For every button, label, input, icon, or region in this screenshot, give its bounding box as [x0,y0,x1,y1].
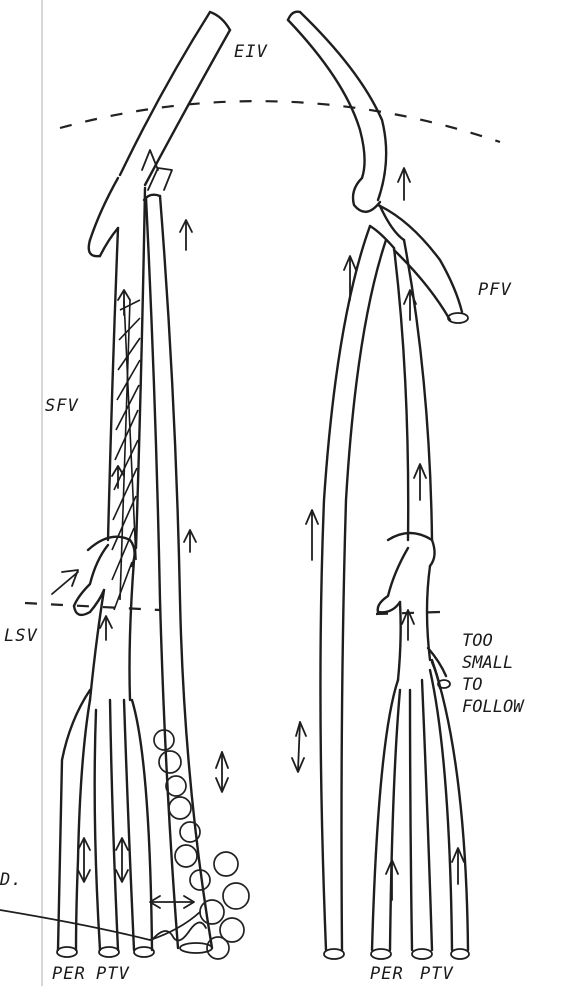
too-small-note: TOO SMALL TO FOLLOW [462,630,523,718]
sfv-label: SFV [45,398,79,415]
clot-circles [154,730,249,959]
ptv-label-left: PTV [96,966,130,983]
left-leg-veins [0,12,249,959]
per-label-right: PER [370,966,404,983]
thrombus-hatching [112,300,140,610]
inguinal-dashed-line [60,101,500,142]
note-line-1: TOO [462,630,523,652]
per-label-left: PER [52,966,86,983]
fragment-label: D. [0,872,22,889]
eiv-label: EIV [234,44,268,61]
note-line-2: SMALL [462,652,523,674]
right-leg-veins [288,12,469,959]
note-line-3: TO [462,674,523,696]
ptv-label-right: PTV [420,966,454,983]
lsv-label: LSV [4,628,38,645]
pfv-label: PFV [478,282,512,299]
note-line-4: FOLLOW [462,696,523,718]
